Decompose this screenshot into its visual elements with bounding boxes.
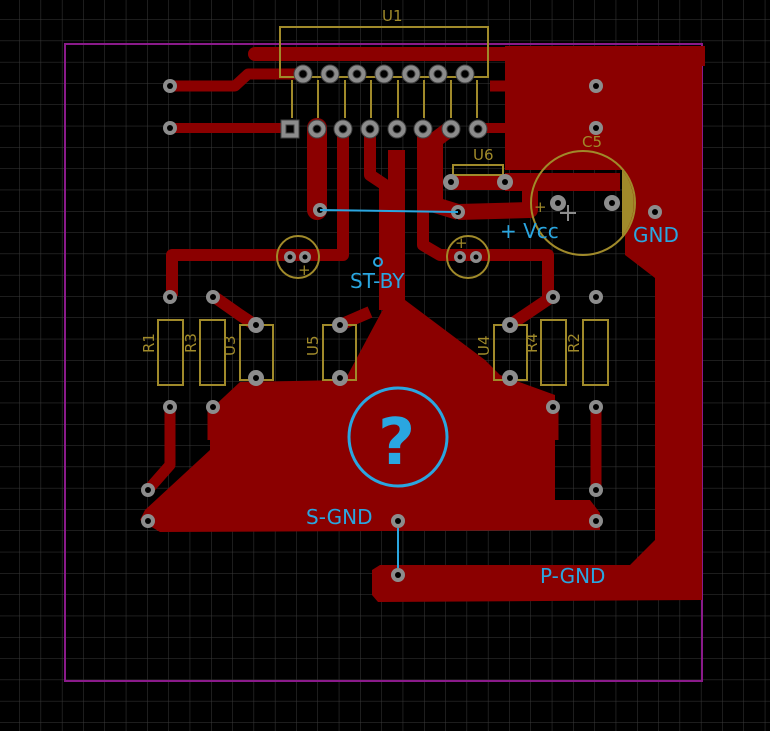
u6-label: U6	[473, 146, 494, 164]
pads	[141, 64, 662, 582]
silkscreen-layer	[157, 26, 636, 386]
pgnd-label: P-GND	[540, 564, 605, 588]
u5-label: U5	[304, 335, 322, 356]
question-marker[interactable]: ?	[347, 386, 449, 488]
vcc-label: + Vcc	[500, 219, 559, 243]
u6-outline	[452, 164, 504, 176]
r1-label: R1	[140, 333, 158, 353]
cap-left-outline	[276, 235, 320, 279]
r3-label: R3	[182, 333, 200, 353]
question-circle	[347, 386, 449, 488]
cap-right-plus: +	[455, 234, 468, 252]
stby-label: ST-BY	[350, 269, 405, 293]
c5-plus: +	[534, 198, 547, 216]
question-mark-icon: ?	[378, 406, 415, 480]
c5-outline	[530, 150, 636, 256]
r2-label: R2	[565, 333, 583, 353]
cap-left-plus: +	[298, 261, 311, 279]
sgnd-label: S-GND	[306, 505, 373, 529]
r3-outline	[199, 319, 226, 386]
r2-outline	[582, 319, 609, 386]
pgnd-trace[interactable]	[372, 46, 702, 602]
airwires	[319, 209, 459, 568]
cap-right-outline	[446, 235, 490, 279]
r4-label: R4	[523, 333, 541, 353]
ground-pour[interactable]	[140, 150, 600, 532]
copper-layer	[140, 46, 705, 602]
r4-outline	[540, 319, 567, 386]
c5-label: C5	[582, 133, 602, 151]
gnd-label: GND	[633, 223, 679, 247]
r1-outline	[157, 319, 184, 386]
u1-label: U1	[382, 7, 403, 25]
u4-label: U4	[475, 335, 493, 356]
u3-label: U3	[221, 335, 239, 356]
